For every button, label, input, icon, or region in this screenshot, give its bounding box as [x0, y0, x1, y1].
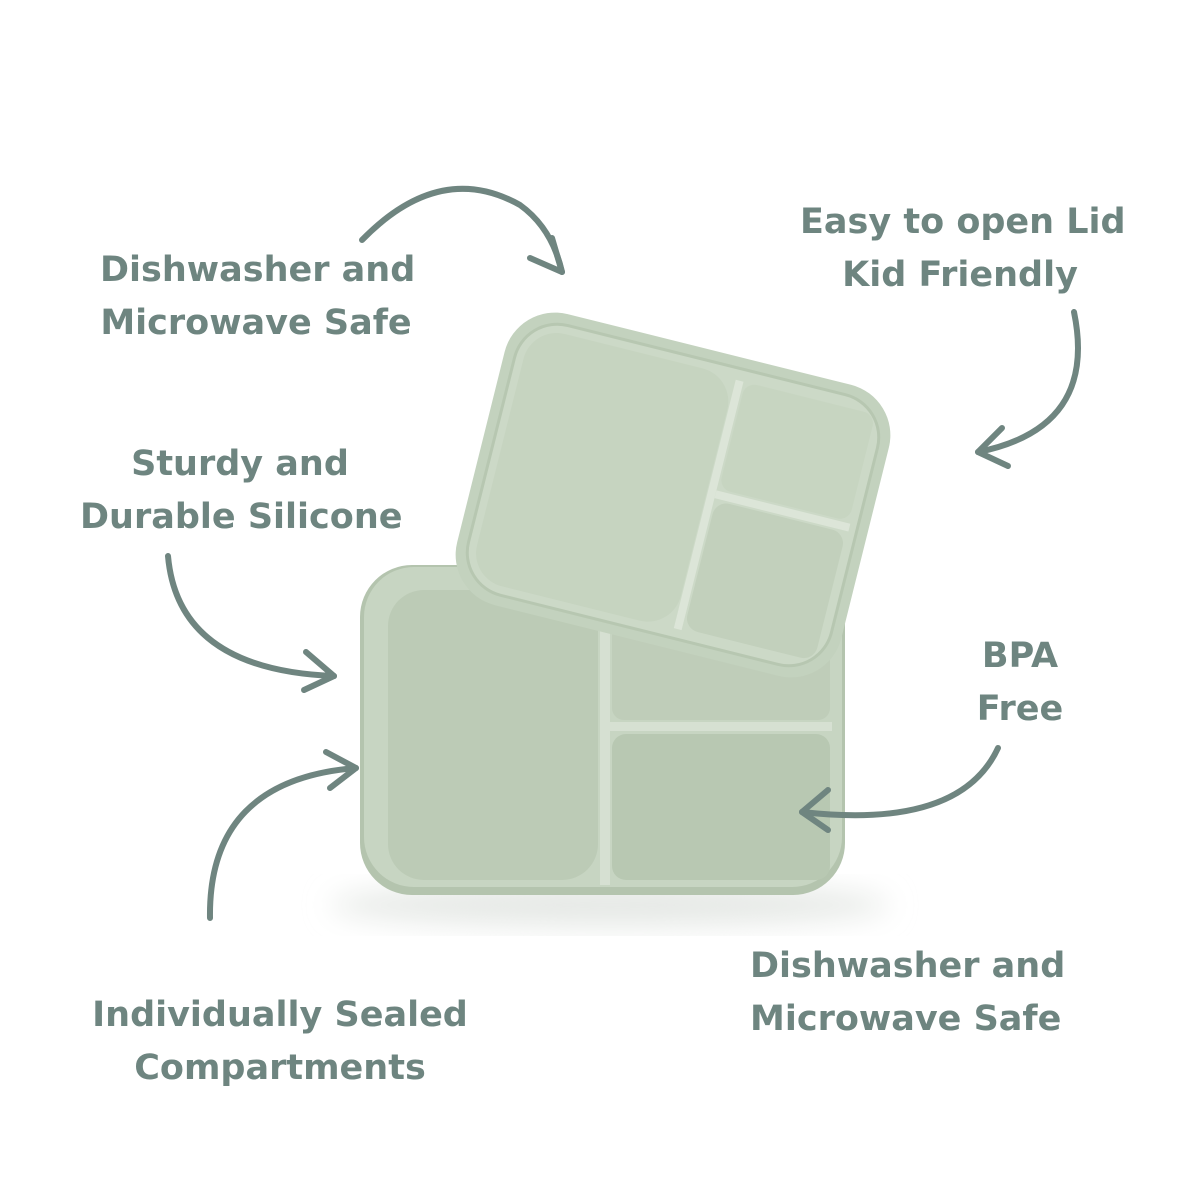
feature-text: Free: [976, 689, 1064, 729]
feature-text: Dishwasher and: [750, 946, 1066, 986]
feature-text: Dishwasher and: [100, 250, 416, 290]
lid-upper-section: [721, 384, 873, 519]
lid-large-section: [476, 333, 729, 622]
feature-label-dishwasher-bottom: Dishwasher and Microwave Safe: [750, 940, 1066, 1046]
feature-text: Microwave Safe: [750, 999, 1062, 1039]
feature-text: Kid Friendly: [842, 255, 1078, 295]
bento-lid: [455, 312, 891, 678]
feature-text: Microwave Safe: [100, 303, 412, 343]
feature-text: BPA: [981, 636, 1059, 676]
feature-label-bpa: BPA Free: [940, 630, 1100, 736]
curved-arrow-icon: [799, 745, 1001, 833]
feature-label-sturdy: Sturdy and Durable Silicone: [80, 438, 403, 544]
feature-label-sealed: Individually Sealed Compartments: [90, 989, 470, 1095]
lower-right-compartment: [612, 734, 830, 880]
lid-lower-section: [686, 503, 843, 659]
feature-label-dishwasher-top: Dishwasher and Microwave Safe: [100, 244, 416, 350]
curved-arrow-icon: [359, 185, 565, 275]
curved-arrow-icon: [206, 749, 359, 921]
feature-text: Compartments: [134, 1048, 426, 1088]
curved-arrow-icon: [975, 309, 1081, 469]
feature-text: Durable Silicone: [80, 497, 403, 537]
feature-text: Easy to open Lid: [800, 202, 1126, 242]
large-compartment: [388, 590, 598, 880]
feature-text: Sturdy and: [131, 444, 349, 484]
feature-text: Individually Sealed: [92, 995, 468, 1035]
feature-label-easy-lid: Easy to open Lid Kid Friendly: [800, 196, 1126, 302]
curved-arrow-icon: [165, 553, 337, 693]
